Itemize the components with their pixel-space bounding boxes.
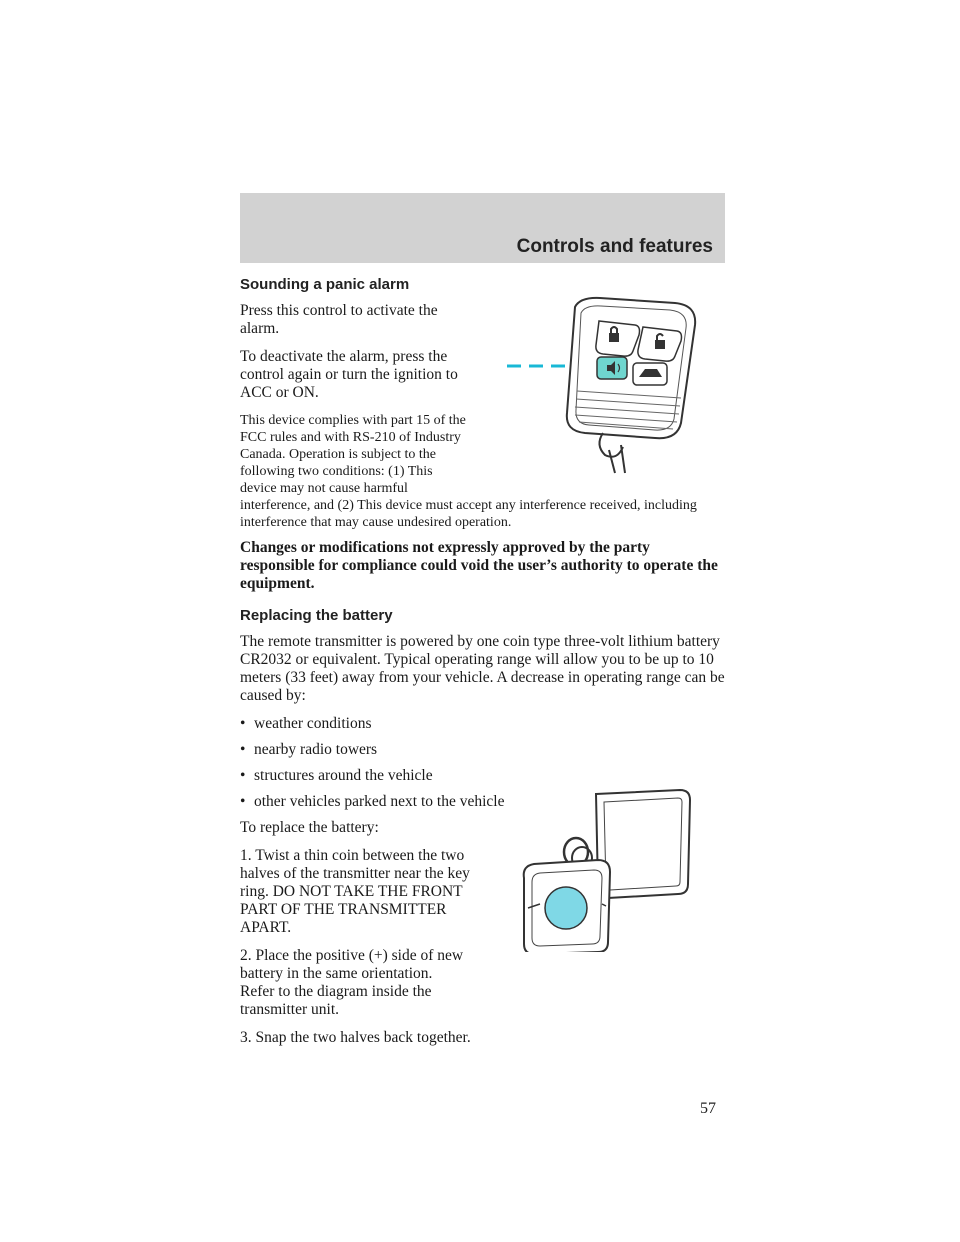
page-content: Sounding a panic alarm Press this contro… <box>240 276 725 1057</box>
fcc-notice-part1: This device complies with part 15 of the… <box>240 413 466 496</box>
unlock-button-icon <box>637 326 683 362</box>
step-2: 2. Place the positive (+) side of new ba… <box>240 947 464 1018</box>
step-1: 1. Twist a thin coin between the two hal… <box>240 847 470 936</box>
fcc-notice: This device complies with part 15 of the… <box>240 412 725 531</box>
fob-body <box>565 296 697 440</box>
panic-alarm-heading: Sounding a panic alarm <box>240 276 410 293</box>
bullet-icon: • <box>240 767 246 784</box>
panic-deactivate-text: To deactivate the alarm, press the contr… <box>240 348 458 401</box>
step-3: 3. Snap the two halves back together. <box>240 1029 471 1046</box>
modification-warning: Changes or modifications not expressly a… <box>240 539 718 592</box>
section-title: Controls and features <box>516 236 713 257</box>
range-factor-list: •weather conditions •nearby radio towers… <box>240 715 725 811</box>
bullet-icon: • <box>240 741 246 758</box>
panic-activate-text: Press this control to activate the alarm… <box>240 302 438 337</box>
list-item: •other vehicles parked next to the vehic… <box>240 793 505 810</box>
replace-battery-heading: Replacing the battery <box>240 607 393 624</box>
list-item: •nearby radio towers <box>240 741 378 758</box>
header-band: Controls and features <box>240 193 725 263</box>
list-item: •weather conditions <box>240 715 372 732</box>
transmitter-battery-illustration <box>522 788 692 952</box>
page-number: 57 <box>700 1100 716 1117</box>
panic-button-icon <box>596 356 628 380</box>
replace-battery-lead: To replace the battery: <box>240 819 379 836</box>
coin-battery-icon <box>544 886 588 930</box>
list-item: •structures around the vehicle <box>240 767 433 784</box>
battery-intro-text: The remote transmitter is powered by one… <box>240 633 725 704</box>
lock-button-icon <box>595 320 641 357</box>
bullet-icon: • <box>240 793 246 810</box>
fcc-notice-part2: interference, and (2) This device must a… <box>240 498 697 530</box>
bullet-icon: • <box>240 715 246 732</box>
trunk-button-icon <box>632 362 668 386</box>
key-ring-cord <box>598 432 626 474</box>
key-fob-illustration <box>507 296 697 474</box>
